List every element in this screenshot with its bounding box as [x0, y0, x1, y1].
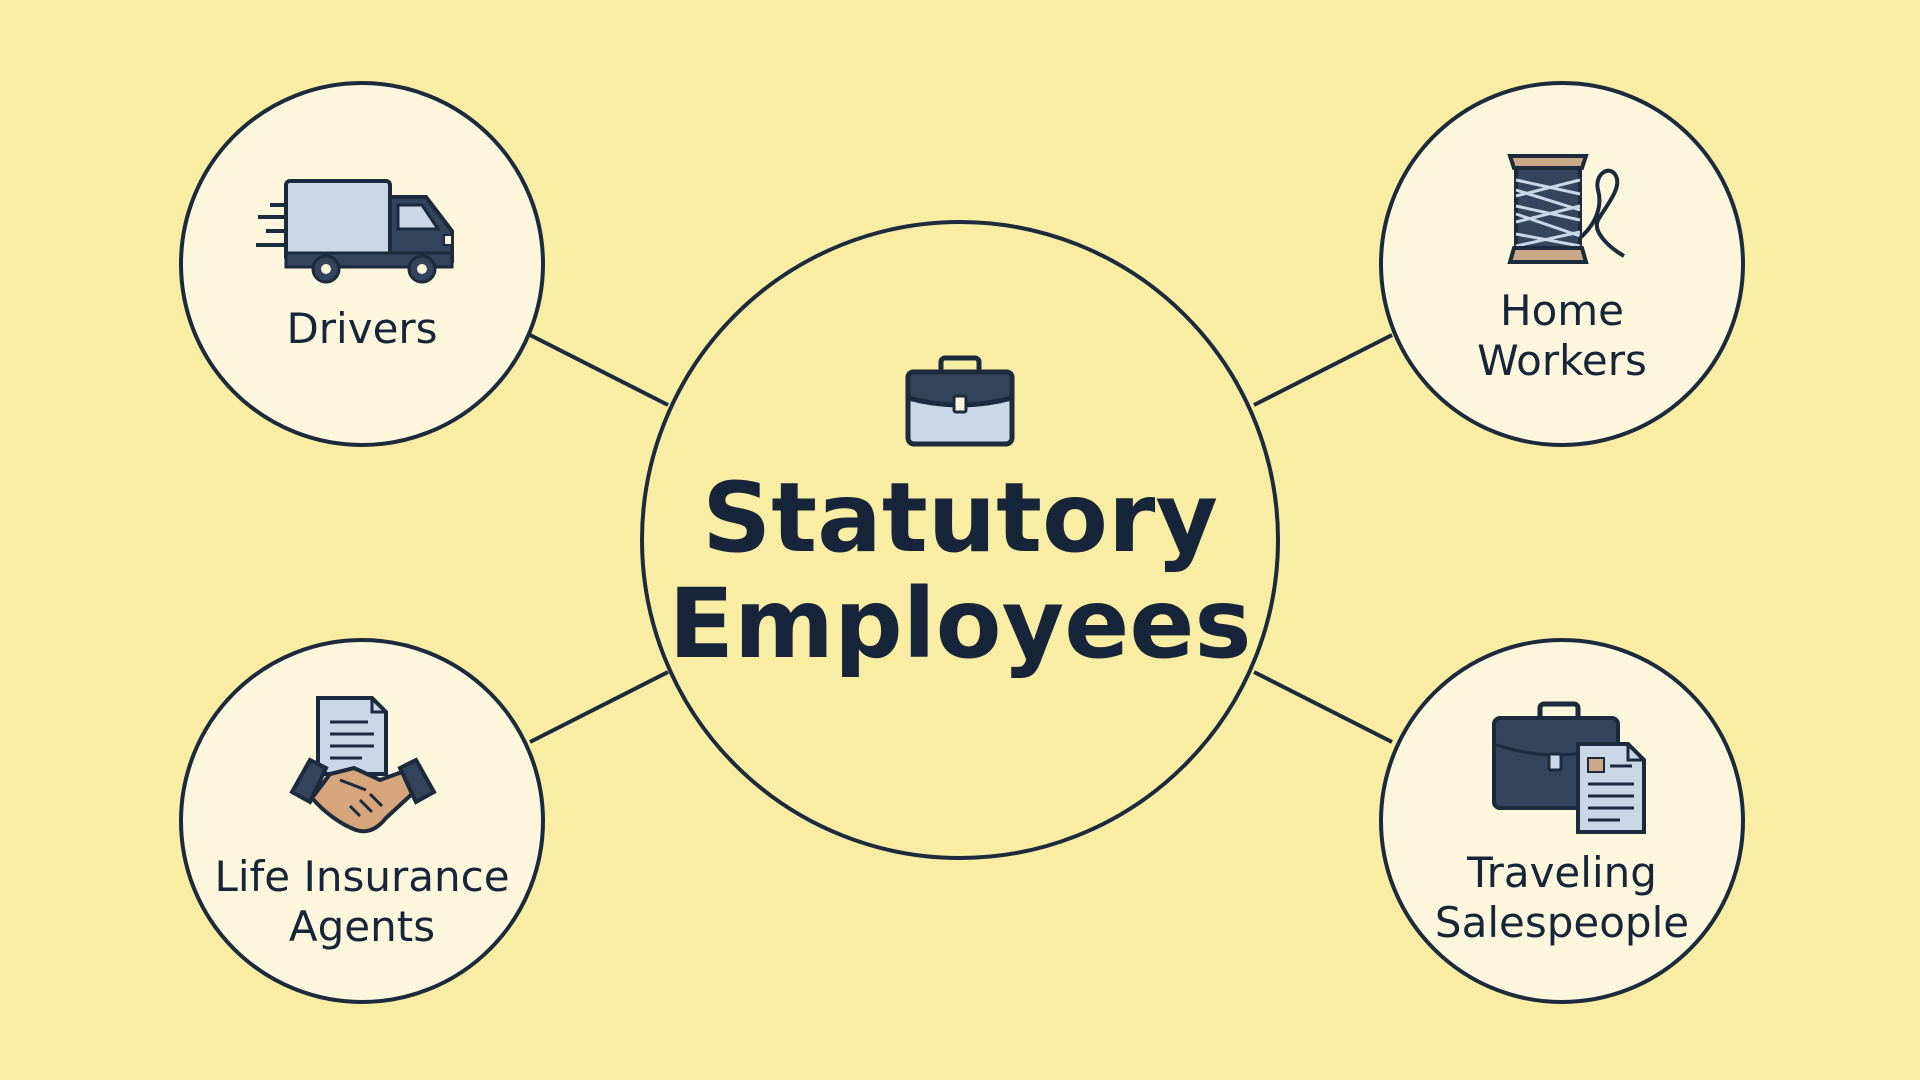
center-title: Statutory Employees [640, 470, 1280, 672]
briefcase-document-icon [1492, 701, 1646, 834]
center-title-line1: Statutory [702, 462, 1218, 574]
handshake-document-icon [289, 696, 437, 834]
label-home-workers-line1: Home [1499, 286, 1625, 335]
center-node [640, 220, 1280, 860]
connector-traveling-sales [1253, 670, 1393, 744]
label-home-workers: Home Workers [1379, 286, 1745, 387]
label-life-insurance-agents: Life Insurance Agents [179, 852, 545, 953]
connector-drivers [529, 333, 669, 407]
label-life-insurance-line1: Life Insurance [214, 852, 510, 901]
thread-spool-needle-icon [1507, 154, 1626, 264]
label-traveling-line2: Salespeople [1434, 898, 1690, 948]
center-title-line2: Employees [668, 568, 1252, 680]
node-drivers [179, 81, 545, 447]
label-life-insurance-line2: Agents [288, 902, 436, 952]
briefcase-icon [905, 355, 1015, 447]
node-traveling-salespeople [1379, 638, 1745, 1004]
connector-home-workers [1253, 333, 1393, 407]
label-traveling-salespeople: Traveling Salespeople [1379, 848, 1745, 949]
label-traveling-line1: Traveling [1467, 848, 1657, 897]
label-drivers: Drivers [286, 304, 438, 353]
delivery-truck-icon [256, 179, 454, 284]
label-home-workers-line2: Workers [1477, 336, 1647, 386]
connector-life-insurance [529, 670, 669, 744]
